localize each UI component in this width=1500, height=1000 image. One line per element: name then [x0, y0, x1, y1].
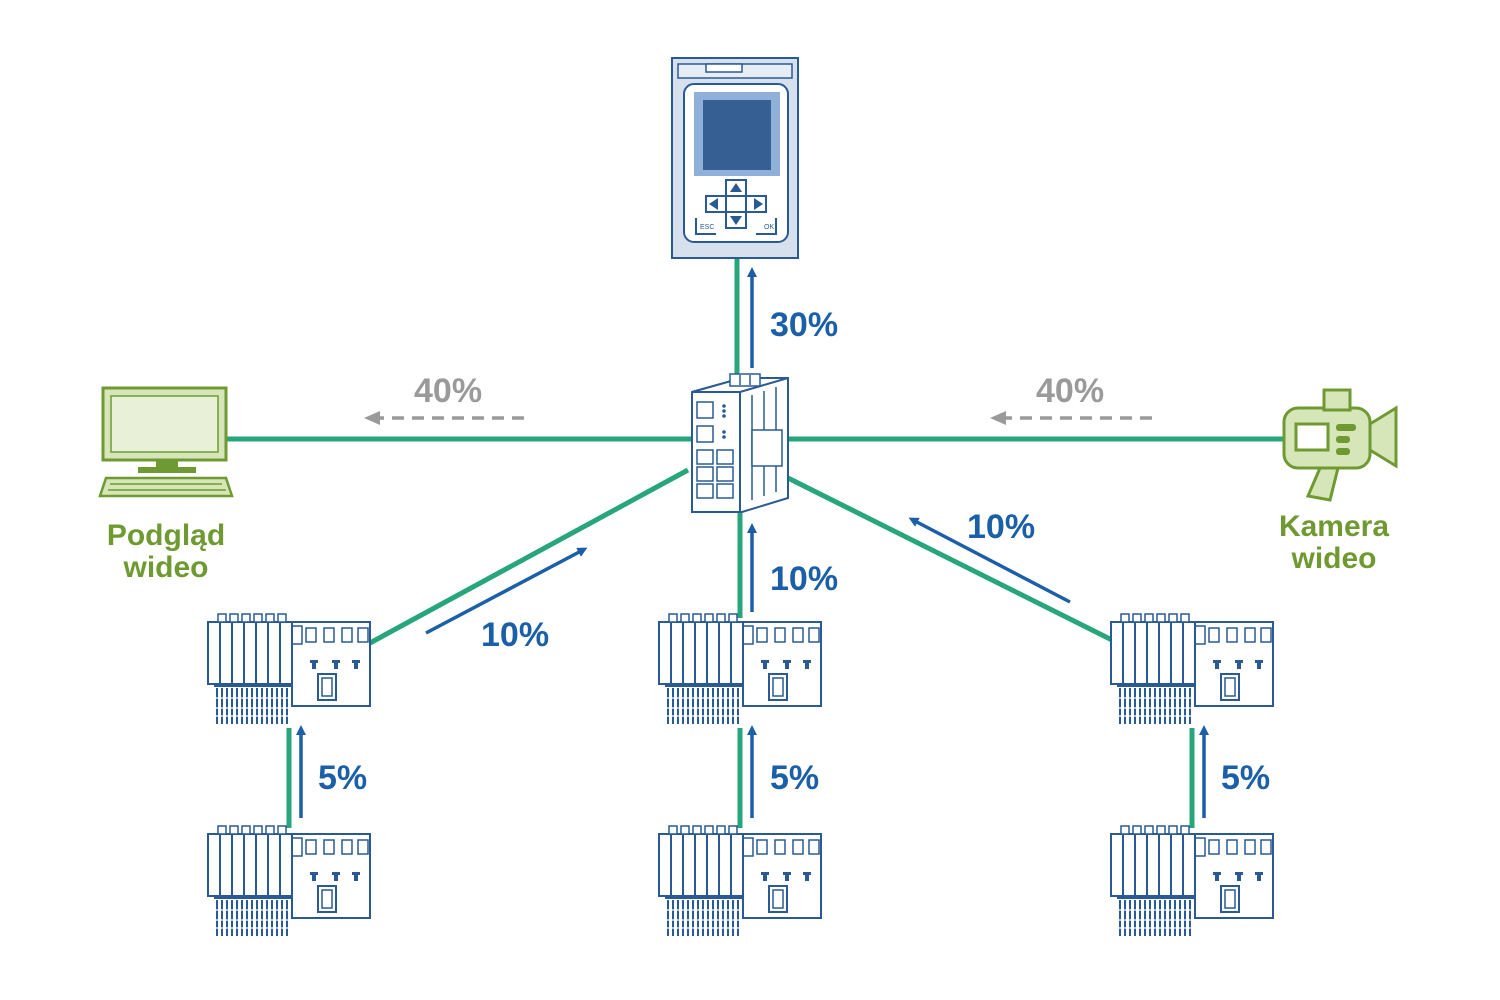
flow-label-video-right: 40%: [1036, 372, 1104, 410]
io-module-right-top: [1110, 613, 1274, 725]
computer-icon: [98, 386, 234, 498]
camera-label-line1: Kamera: [1279, 510, 1389, 543]
pc-label-line2: wideo: [122, 551, 208, 584]
flow-label-mid-chain: 5%: [770, 759, 819, 797]
hmi-esc-label: ESC: [700, 224, 714, 231]
arrow-left-branch: [425, 547, 588, 635]
flow-label-left-chain: 5%: [318, 759, 367, 797]
pc-label-line1: Podgląd: [107, 519, 225, 552]
link-left-branch: [368, 467, 690, 646]
flow-arrows: [296, 267, 1209, 818]
flow-label-hmi: 30%: [770, 306, 838, 344]
video-camera-icon: [1282, 388, 1398, 502]
io-module-left-bottom: [207, 825, 371, 937]
flow-labels: 30% 40% 40% 10% 10% 10% 5% 5% 5%: [318, 306, 1270, 797]
flow-label-right-chain: 5%: [1221, 759, 1270, 797]
arrow-right-branch: [908, 517, 1071, 604]
link-right-branch: [786, 475, 1114, 643]
network-links: [226, 258, 1286, 828]
io-module-mid-bottom: [658, 825, 822, 937]
flow-label-left-branch: 10%: [481, 616, 549, 654]
hmi-ok-label: OK: [764, 224, 774, 231]
flow-label-right-branch: 10%: [967, 508, 1035, 546]
io-module-right-bottom: [1110, 825, 1274, 937]
flow-label-mid-branch: 10%: [770, 560, 838, 598]
io-module-left-top: [207, 613, 371, 725]
camera-label-line2: wideo: [1290, 542, 1376, 575]
ethernet-switch-icon: [691, 373, 789, 513]
flow-label-video-left: 40%: [414, 372, 482, 410]
hmi-panel-icon: ESC OK: [671, 57, 799, 259]
io-module-mid-top: [658, 613, 822, 725]
device-labels: Podgląd wideo Kamera wideo: [107, 510, 1390, 584]
